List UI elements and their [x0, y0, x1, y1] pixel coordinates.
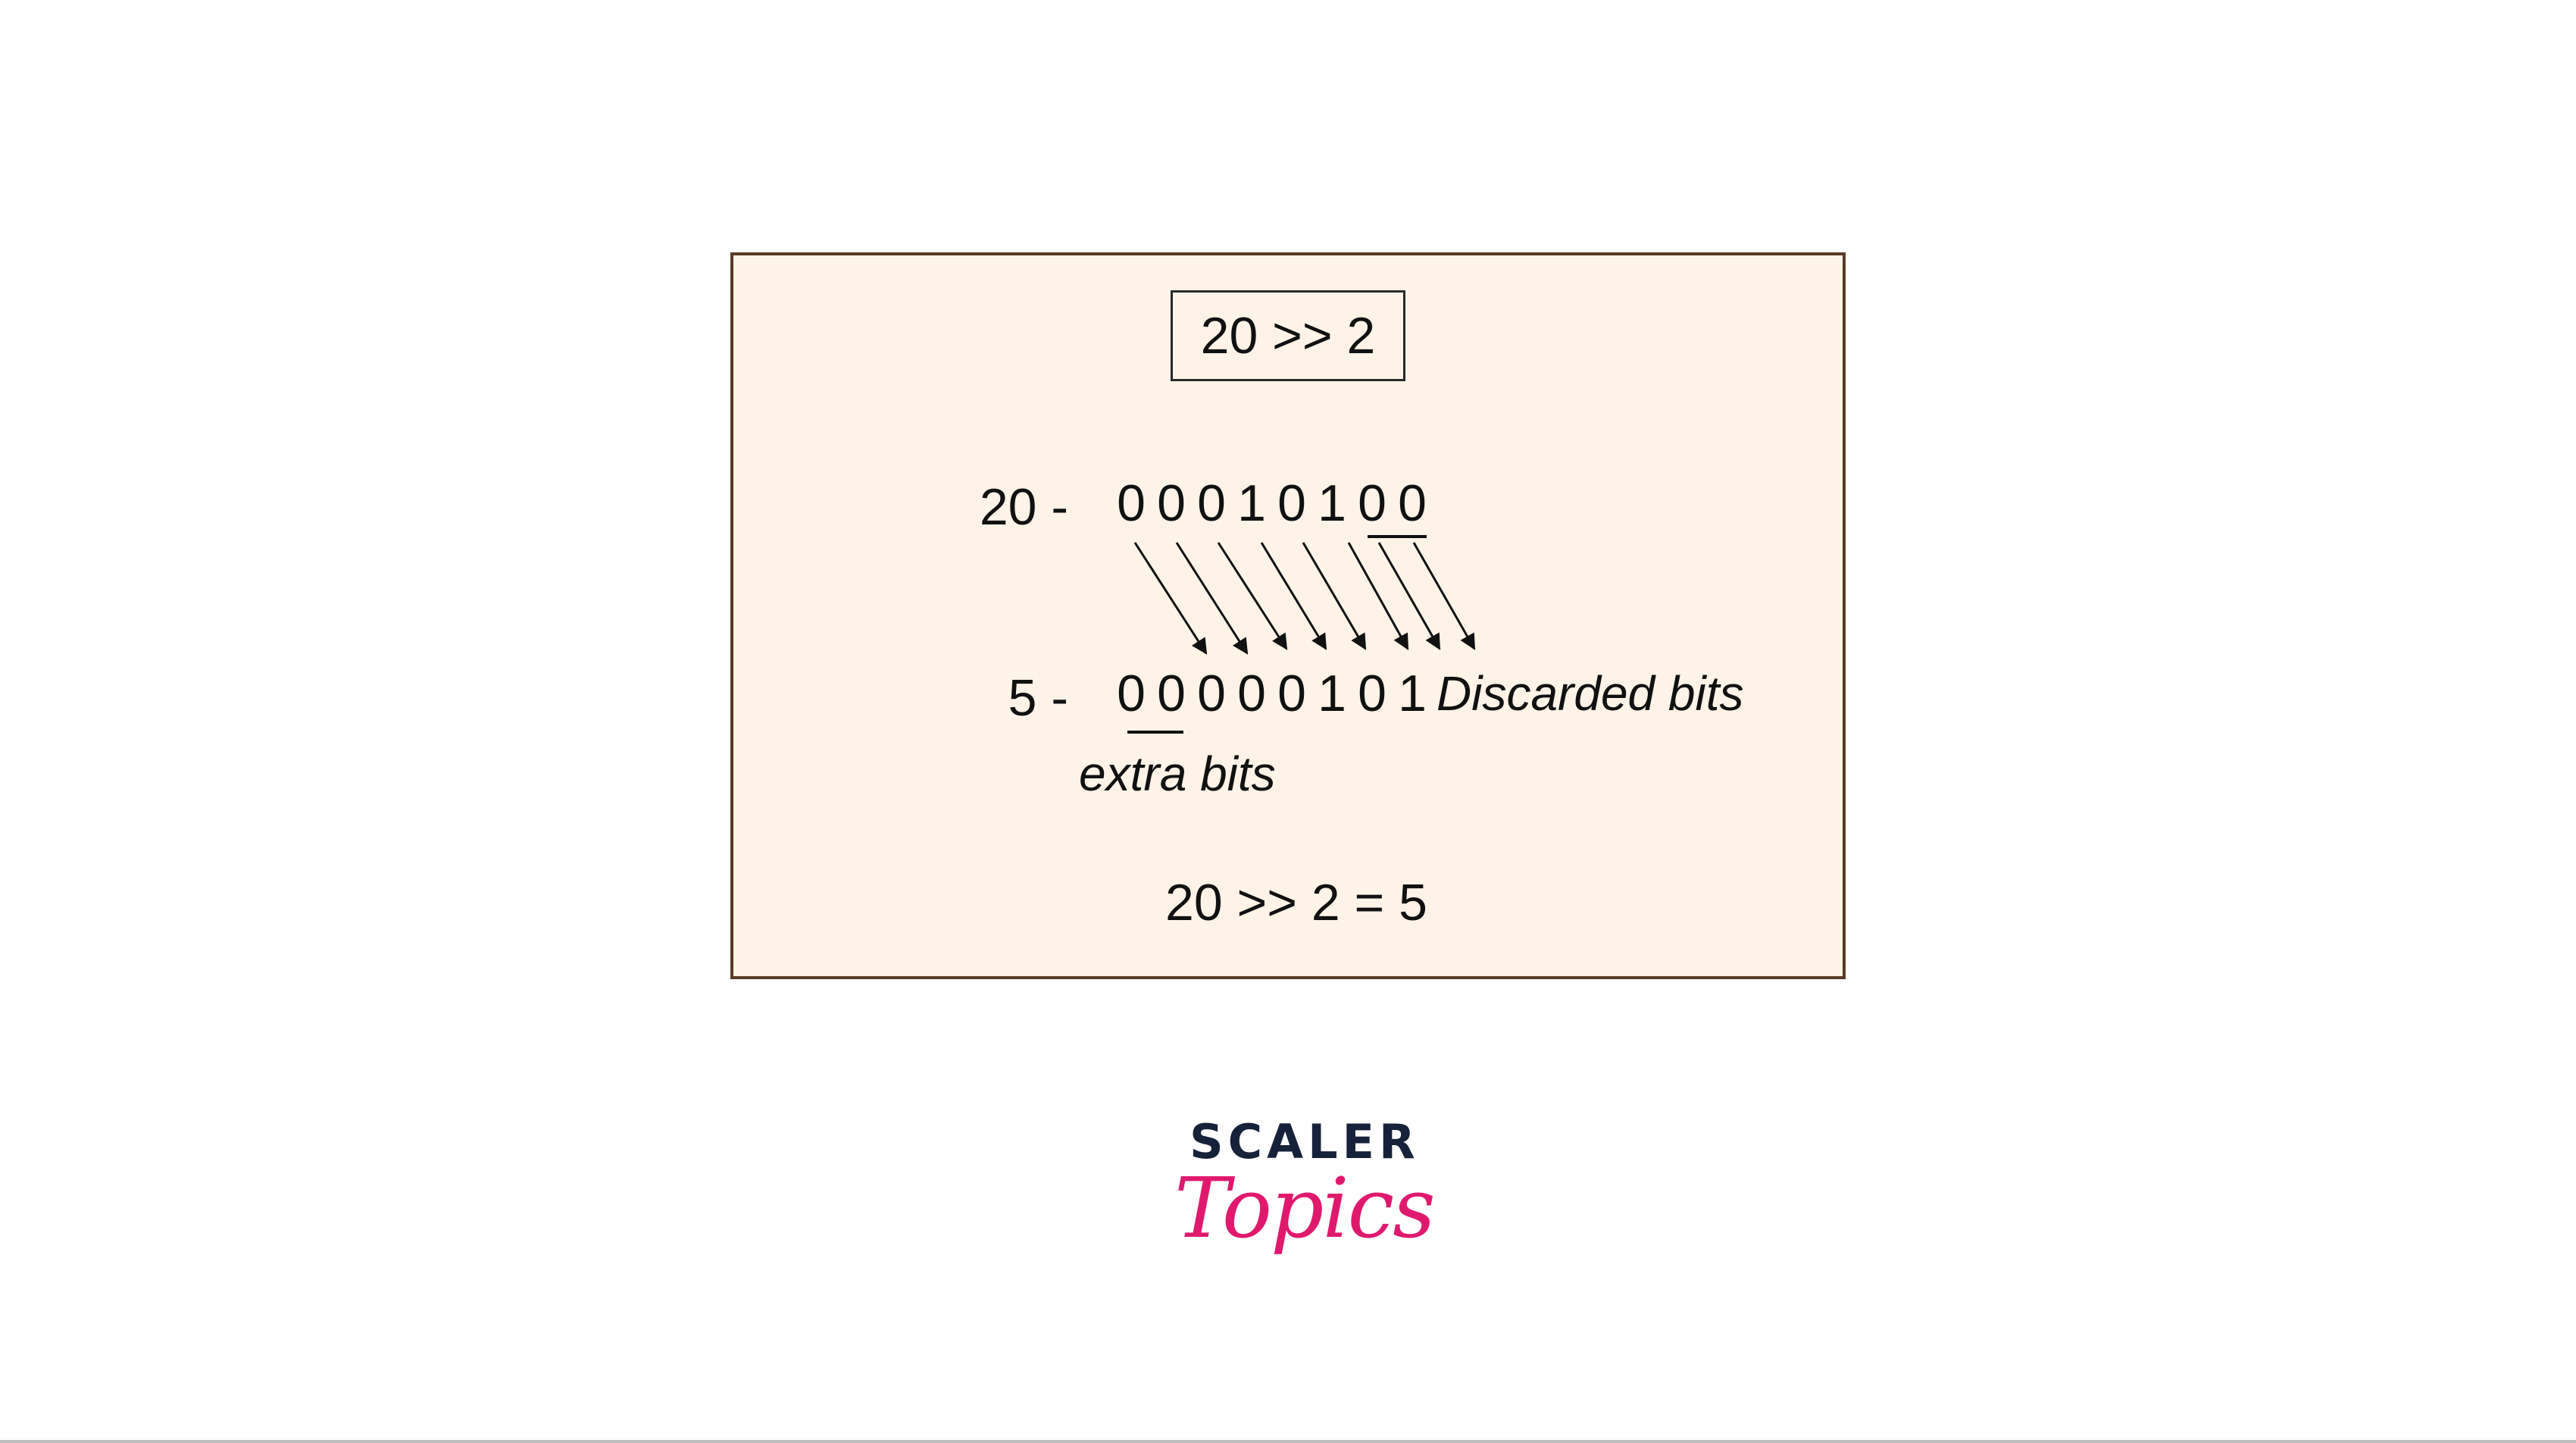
diagram-panel: [730, 252, 1846, 979]
bottom-bit-3: 0: [1237, 665, 1266, 722]
bottom-bit-2: 0: [1197, 665, 1226, 722]
top-bit-4: 0: [1277, 474, 1306, 532]
logo-topics-text: Topics: [1174, 1160, 1436, 1257]
bottom-bit-4: 0: [1277, 665, 1306, 722]
bottom-row-label: 5 -: [1008, 669, 1068, 727]
bottom-divider: [0, 1440, 2576, 1443]
arrow-7: [1412, 542, 1476, 650]
discarded-bits-label: Discarded bits: [1436, 666, 1744, 721]
arrow-3: [1260, 542, 1327, 650]
top-bit-1: 0: [1157, 474, 1186, 532]
top-row-label: 20 -: [979, 478, 1068, 536]
top-bit-3: 1: [1237, 474, 1266, 532]
top-bit-5: 1: [1318, 474, 1346, 532]
top-bit-0: 0: [1117, 474, 1146, 532]
bottom-bit-6: 0: [1358, 665, 1386, 722]
logo-scaler-text: SCALER: [1190, 1114, 1420, 1169]
extra-bits-underline: [1127, 731, 1183, 734]
top-bit-6: 0: [1358, 474, 1386, 532]
arrow-2: [1217, 542, 1288, 650]
extra-bits-label: extra bits: [1079, 747, 1276, 801]
arrow-4: [1302, 542, 1367, 650]
top-bit-7: 0: [1398, 474, 1427, 532]
top-bit-2: 0: [1197, 474, 1226, 532]
arrow-5: [1347, 542, 1409, 650]
title-box: 20 >> 2: [1171, 290, 1405, 381]
bottom-bit-5: 1: [1318, 665, 1346, 722]
result-equation: 20 >> 2 = 5: [1165, 874, 1427, 931]
arrow-6: [1377, 542, 1441, 650]
arrow-1: [1175, 542, 1249, 655]
bottom-bit-1: 0: [1157, 665, 1186, 722]
arrow-0: [1133, 542, 1208, 655]
bottom-bit-0: 0: [1117, 665, 1146, 722]
scaler-topics-logo: SCALER Topics: [1167, 1114, 1436, 1311]
bottom-bit-7: 1: [1398, 665, 1427, 722]
discarded-bits-underline: [1368, 535, 1427, 538]
title-text: 20 >> 2: [1200, 307, 1376, 365]
